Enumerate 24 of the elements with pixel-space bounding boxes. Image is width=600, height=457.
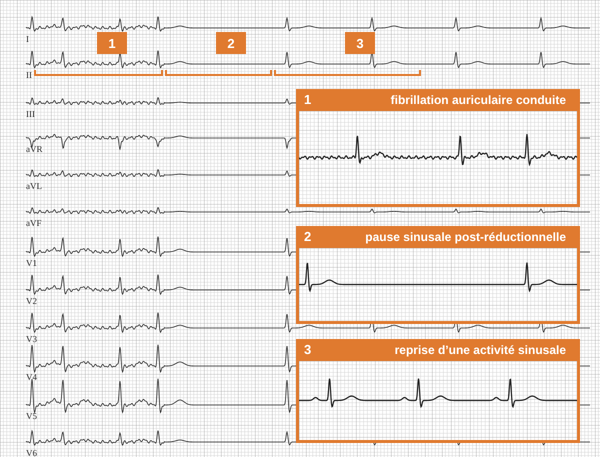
lead-label: I — [26, 34, 29, 44]
lead-label: II — [26, 70, 32, 80]
inset-number: 3 — [304, 342, 312, 357]
lead-label: aVF — [26, 218, 42, 228]
lead-label: V5 — [26, 411, 37, 421]
callout-number: 3 — [345, 32, 375, 54]
inset-title: fibrillation auriculaire conduite — [390, 93, 566, 107]
inset-panel — [296, 339, 580, 443]
lead-label: V6 — [26, 448, 37, 457]
inset-number: 2 — [304, 229, 312, 244]
lead-label: V2 — [26, 296, 37, 306]
inset-title: reprise d’une activité sinusale — [394, 343, 566, 357]
inset-panel — [296, 226, 580, 324]
callout-number: 1 — [97, 32, 127, 54]
lead-label: V4 — [26, 372, 37, 382]
inset-title: pause sinusale post-réductionnelle — [365, 230, 566, 244]
lead-label: aVL — [26, 181, 42, 191]
lead-label: aVR — [26, 144, 42, 154]
lead-label: V3 — [26, 334, 37, 344]
lead-label: V1 — [26, 258, 37, 268]
inset-panel — [296, 89, 580, 207]
lead-label: III — [26, 109, 35, 119]
callout-number: 2 — [216, 32, 246, 54]
inset-number: 1 — [304, 92, 312, 107]
